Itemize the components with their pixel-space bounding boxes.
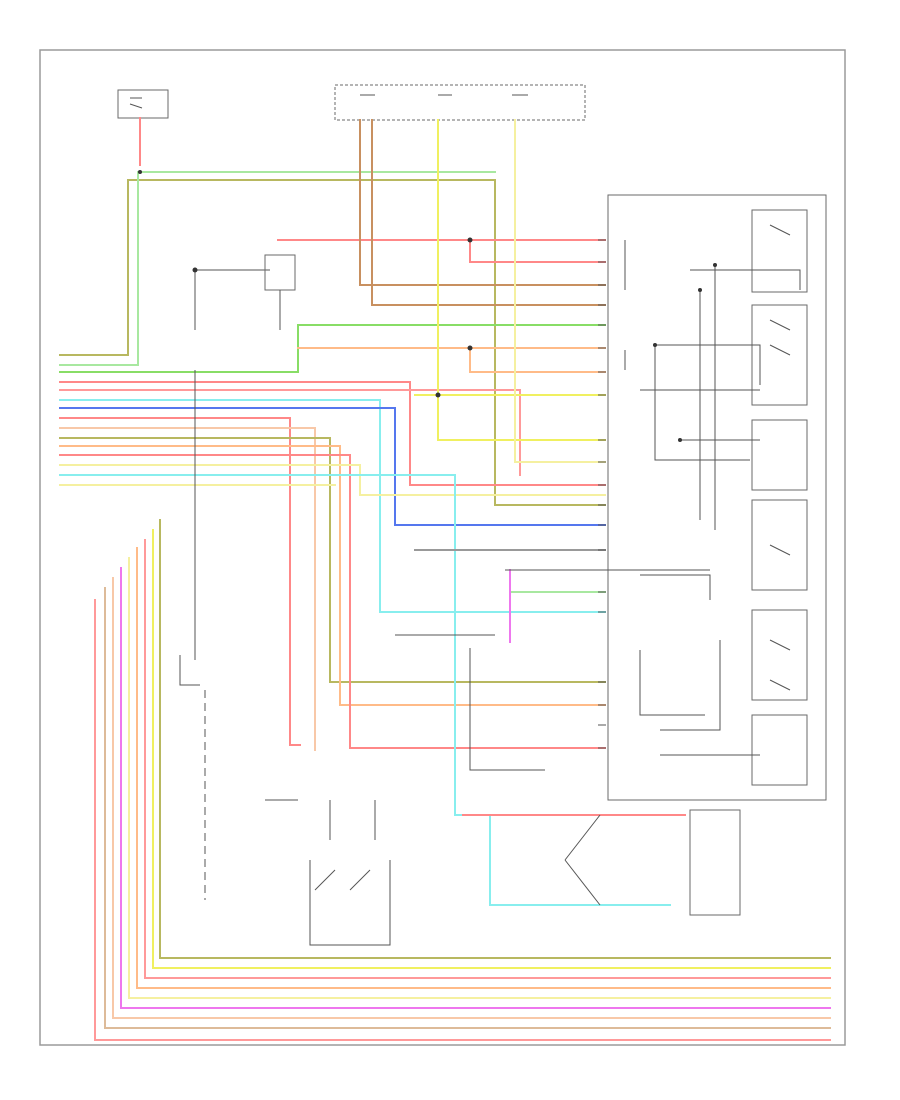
wire-pink-1 <box>59 389 521 476</box>
wire-pale-yellow-1 <box>59 464 606 496</box>
wire-olive <box>159 519 831 959</box>
wire-olive-top <box>59 179 606 506</box>
wire-red-3 <box>59 454 606 749</box>
splice-points <box>138 170 717 442</box>
module-internal-wiring <box>469 224 801 771</box>
top-left-connector <box>117 89 169 119</box>
wire-pale-yellow-module <box>514 119 606 463</box>
module-pins <box>598 239 606 749</box>
wire-red-1 <box>59 381 606 486</box>
wire-yellow-module <box>437 119 606 441</box>
module-input-wires <box>139 117 686 816</box>
wire-cyan <box>59 399 606 613</box>
wire-orange-module-2 <box>469 347 606 373</box>
wire-pale-yellow <box>128 557 831 999</box>
control-module <box>607 194 827 801</box>
wire-peach <box>112 577 831 1019</box>
wire-cyan-2 <box>59 474 671 906</box>
left-harness <box>94 519 831 1041</box>
top-power-distribution <box>334 84 586 121</box>
wire-peach-1 <box>59 427 316 751</box>
wire-magenta <box>120 567 831 1009</box>
wire-blue <box>59 407 606 526</box>
wire-pink <box>144 539 831 979</box>
wire-red <box>94 599 831 1041</box>
wire-brown-module-2 <box>371 119 606 306</box>
bottom-right-sensor <box>689 809 741 916</box>
branch-wires <box>59 171 671 906</box>
wire-red-module-2 <box>469 239 606 263</box>
left-ground-circuit <box>179 254 601 946</box>
wire-yellow <box>152 529 831 969</box>
wire-light-green-top <box>59 171 496 366</box>
wire-orange-1 <box>59 445 606 706</box>
diagram-frame <box>39 49 846 1046</box>
wire-tan <box>104 587 831 1029</box>
wire-brown-module <box>359 119 606 286</box>
wire-red-2 <box>59 417 301 746</box>
wire-orange <box>136 547 831 989</box>
